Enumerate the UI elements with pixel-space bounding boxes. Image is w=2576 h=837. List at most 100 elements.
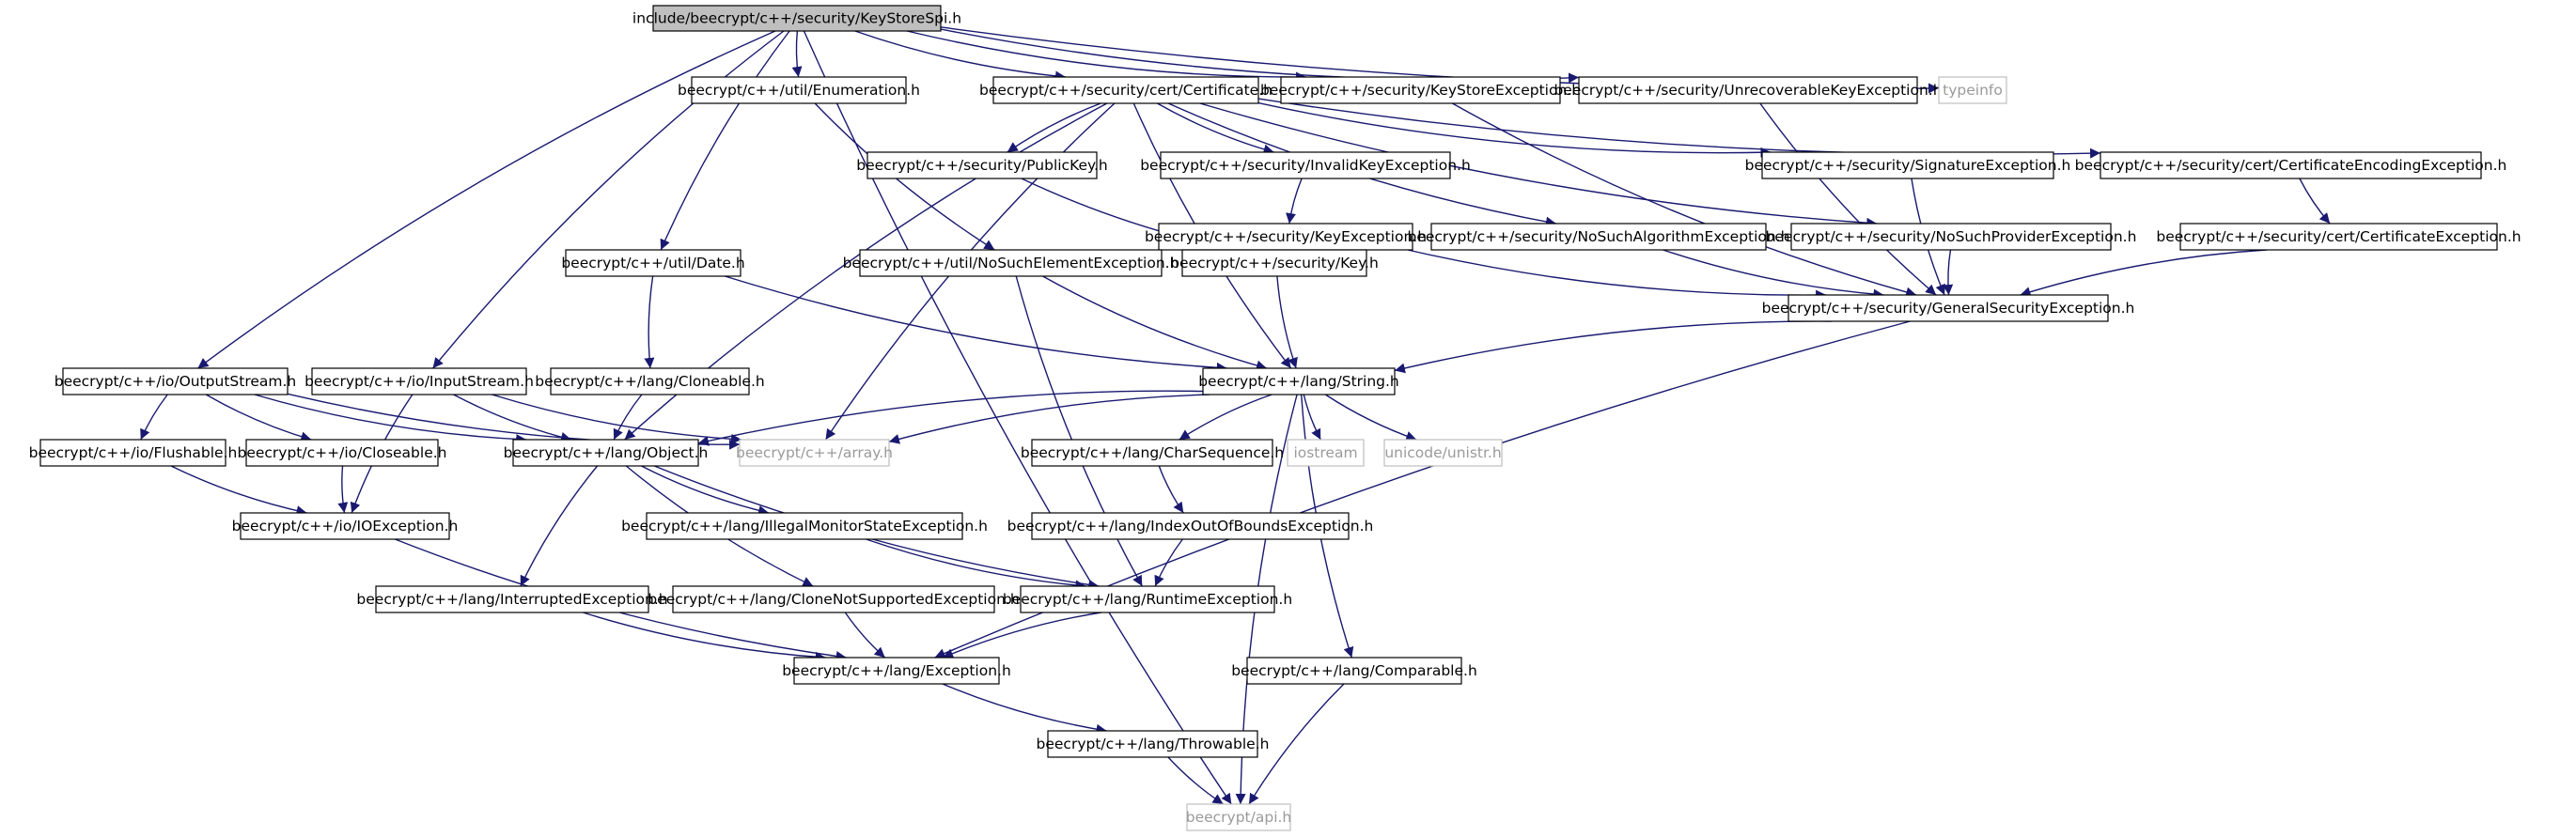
edge-interrupted-to-exception	[583, 612, 826, 662]
node-comparable[interactable]: beecrypt/c++/lang/Comparable.h	[1231, 657, 1477, 685]
node-box-certexc	[2179, 223, 2498, 251]
edge-nosuchalg-to-gensec	[1663, 249, 1884, 300]
node-charseq[interactable]: beecrypt/c++/lang/CharSequence.h	[1021, 439, 1284, 467]
node-date[interactable]: beecrypt/c++/util/Date.h	[561, 249, 745, 277]
node-box-cloneable	[550, 367, 750, 395]
node-enumeration[interactable]: beecrypt/c++/util/Enumeration.h	[678, 76, 920, 104]
node-box-certencoding	[2100, 151, 2482, 179]
node-array[interactable]: beecrypt/c++/array.h	[736, 439, 893, 467]
edge-enumeration-to-nosuchelem	[814, 102, 995, 251]
node-label-unrecoverable: beecrypt/c++/security/UnrecoverableKeyEx…	[1553, 82, 1942, 99]
node-box-certificate	[992, 76, 1259, 104]
node-api[interactable]: beecrypt/api.h	[1186, 803, 1292, 831]
node-box-publickey	[866, 151, 1098, 179]
node-unrecoverable[interactable]: beecrypt/c++/security/UnrecoverableKeyEx…	[1553, 76, 1943, 104]
node-throwable[interactable]: beecrypt/c++/lang/Throwable.h	[1037, 730, 1270, 758]
node-box-gensec	[1788, 294, 2109, 322]
edge-object-to-interrupted	[520, 465, 599, 587]
node-box-runtime	[1020, 585, 1275, 613]
node-box-exception	[793, 657, 1000, 685]
node-label-publickey: beecrypt/c++/security/PublicKey.h	[856, 157, 1107, 174]
node-label-invalidkey: beecrypt/c++/security/InvalidKeyExceptio…	[1140, 157, 1471, 174]
node-invalidkey[interactable]: beecrypt/c++/security/InvalidKeyExceptio…	[1140, 151, 1471, 179]
node-keyexc[interactable]: beecrypt/c++/security/KeyException.h	[1145, 223, 1427, 251]
node-box-closeable	[245, 439, 439, 467]
node-label-illegalmon: beecrypt/c++/lang/IllegalMonitorStateExc…	[621, 518, 988, 535]
node-key[interactable]: beecrypt/c++/security/Key.h	[1170, 249, 1379, 277]
edge-outputstream-to-closeable	[205, 394, 312, 442]
edge-root-to-unrecoverable	[940, 28, 1580, 84]
node-box-root	[652, 5, 942, 32]
node-certexc[interactable]: beecrypt/c++/security/cert/CertificateEx…	[2156, 223, 2521, 251]
node-iostream[interactable]: iostream	[1287, 439, 1365, 467]
node-exception[interactable]: beecrypt/c++/lang/Exception.h	[782, 657, 1011, 685]
node-box-ioexc	[240, 512, 450, 540]
node-interrupted[interactable]: beecrypt/c++/lang/InterruptedException.h	[356, 585, 668, 613]
node-publickey[interactable]: beecrypt/c++/security/PublicKey.h	[856, 151, 1108, 179]
node-box-array	[739, 439, 890, 467]
edge-unrecoverable-to-gensec	[1759, 102, 1937, 296]
node-closeable[interactable]: beecrypt/c++/io/Closeable.h	[237, 439, 447, 467]
node-string[interactable]: beecrypt/c++/lang/String.h	[1198, 367, 1399, 395]
node-label-runtime: beecrypt/c++/lang/RuntimeException.h	[1003, 591, 1292, 608]
node-typeinfo[interactable]: typeinfo	[1938, 76, 2007, 104]
node-label-certencoding: beecrypt/c++/security/cert/CertificateEn…	[2075, 157, 2507, 174]
edge-root-to-inputstream	[432, 30, 785, 369]
edge-invalidkey-to-keyexc	[1286, 178, 1303, 225]
node-illegalmon[interactable]: beecrypt/c++/lang/IllegalMonitorStateExc…	[621, 512, 988, 540]
node-box-inputstream	[311, 367, 527, 395]
edge-root-to-certificate	[854, 30, 1067, 82]
node-label-inputstream: beecrypt/c++/io/InputStream.h	[304, 373, 534, 390]
node-gensec[interactable]: beecrypt/c++/security/GeneralSecurityExc…	[1762, 294, 2135, 322]
node-flushable[interactable]: beecrypt/c++/io/Flushable.h	[29, 439, 238, 467]
node-outputstream[interactable]: beecrypt/c++/io/OutputStream.h	[55, 367, 297, 395]
node-object[interactable]: beecrypt/c++/lang/Object.h	[504, 439, 709, 467]
node-box-nosuchelem	[859, 249, 1163, 277]
node-cloneable[interactable]: beecrypt/c++/lang/Cloneable.h	[535, 367, 765, 395]
dependency-edges	[140, 26, 2331, 805]
node-box-api	[1186, 803, 1291, 831]
edge-certexc-to-gensec	[2020, 249, 2268, 298]
node-indexoob[interactable]: beecrypt/c++/lang/IndexOutOfBoundsExcept…	[1007, 512, 1374, 540]
node-box-nosuchprov	[1790, 223, 2112, 251]
node-box-flushable	[39, 439, 226, 467]
node-nosuchelem[interactable]: beecrypt/c++/util/NoSuchElementException…	[843, 249, 1179, 277]
edge-flushable-to-ioexc	[170, 465, 307, 517]
node-label-clonenot: beecrypt/c++/lang/CloneNotSupportedExcep…	[648, 591, 1019, 608]
node-box-interrupted	[375, 585, 649, 613]
node-label-signatureexc: beecrypt/c++/security/SignatureException…	[1745, 157, 2071, 174]
edge-certificate-to-publickey	[1007, 102, 1101, 153]
node-label-object: beecrypt/c++/lang/Object.h	[504, 444, 709, 461]
node-nosuchprov[interactable]: beecrypt/c++/security/NoSuchProviderExce…	[1766, 223, 2137, 251]
node-box-throwable	[1047, 730, 1258, 758]
edge-string-to-charseq	[1179, 394, 1272, 441]
node-label-string: beecrypt/c++/lang/String.h	[1198, 373, 1399, 390]
edge-nosuchprov-to-gensec	[1943, 249, 1954, 296]
node-ioexc[interactable]: beecrypt/c++/io/IOException.h	[232, 512, 459, 540]
edge-closeable-to-ioexc	[337, 465, 349, 514]
node-root[interactable]: include/beecrypt/c++/security/KeyStoreSp…	[632, 5, 961, 32]
node-runtime[interactable]: beecrypt/c++/lang/RuntimeException.h	[1003, 585, 1292, 613]
node-unistr[interactable]: unicode/unistr.h	[1383, 439, 1503, 467]
node-certificate[interactable]: beecrypt/c++/security/cert/Certificate.h	[979, 76, 1272, 104]
edge-date-to-string	[725, 275, 1227, 373]
node-inputstream[interactable]: beecrypt/c++/io/InputStream.h	[304, 367, 534, 395]
node-clonenot[interactable]: beecrypt/c++/lang/CloneNotSupportedExcep…	[648, 585, 1020, 613]
edge-key-to-string	[1276, 275, 1298, 369]
node-label-key: beecrypt/c++/security/Key.h	[1170, 255, 1379, 271]
node-certencoding[interactable]: beecrypt/c++/security/cert/CertificateEn…	[2075, 151, 2507, 179]
node-nosuchalg[interactable]: beecrypt/c++/security/NoSuchAlgorithmExc…	[1408, 223, 1790, 251]
node-box-charseq	[1031, 439, 1273, 467]
node-signatureexc[interactable]: beecrypt/c++/security/SignatureException…	[1745, 151, 2071, 179]
node-label-array: beecrypt/c++/array.h	[736, 444, 893, 461]
edge-inputstream-to-object	[453, 394, 572, 442]
node-box-typeinfo	[1938, 76, 2007, 104]
edge-throwable-to-api	[1167, 756, 1224, 805]
node-box-unistr	[1383, 439, 1503, 467]
edge-gensec-to-string	[1394, 320, 1832, 374]
edge-comparable-to-api	[1248, 683, 1345, 805]
node-box-object	[512, 439, 699, 467]
node-keystoreexc[interactable]: beecrypt/c++/security/KeyStoreException.…	[1260, 76, 1581, 104]
node-label-typeinfo: typeinfo	[1943, 82, 2003, 99]
node-label-iostream: iostream	[1293, 444, 1357, 461]
